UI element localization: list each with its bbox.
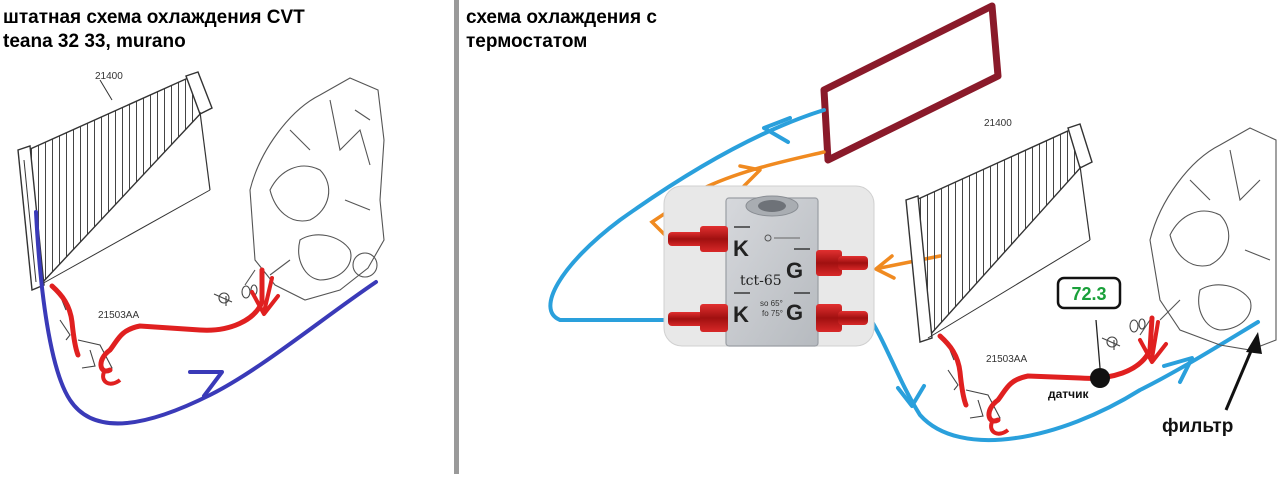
port-label-bottom-left: K — [733, 302, 749, 327]
left-hot-arrow-shaft — [262, 276, 274, 314]
bypass-arrow-icon-upper — [738, 164, 762, 188]
sensor-label: датчик — [1048, 387, 1090, 401]
fitting-bottom-right — [816, 304, 842, 332]
left-title-line1: штатная схема охлаждения CVT — [3, 7, 305, 28]
filter-label: фильтр — [1162, 416, 1233, 437]
thermostat-range-line2: fo 75° — [762, 309, 783, 318]
thermostat-unit — [663, 185, 875, 347]
left-hot-hose-segment-1 — [49, 283, 81, 358]
fitting-bottom-left — [668, 312, 704, 326]
right-engine-sketch — [1139, 127, 1277, 351]
right-radiator — [905, 123, 1093, 343]
left-hot-arrow-icon — [250, 290, 280, 316]
thermostat-model: tct-65 — [740, 273, 782, 289]
left-radiator — [17, 71, 213, 292]
right-hot-hose-segment-2 — [986, 315, 1155, 424]
right-hot-arrow-icon — [1138, 338, 1168, 364]
fitting-top-right — [816, 250, 842, 276]
right-hot-hose-loop — [989, 421, 1010, 436]
right-title: схема охлаждения с термостатом — [466, 6, 766, 54]
thermostat-range-line1: so 65° — [760, 299, 783, 308]
right-hot-arrow-shaft — [1150, 320, 1160, 360]
right-hot-hose-segment-1 — [937, 333, 969, 408]
right-radiator-part-number: 21400 — [984, 118, 1012, 129]
panel-divider — [454, 0, 459, 474]
port-label-bottom-right: G — [786, 300, 803, 325]
left-hot-hose-loop — [101, 371, 122, 386]
sensor-lead-line — [1095, 319, 1101, 369]
left-radiator-part-number: 21400 — [95, 71, 123, 82]
bypass-arrow-icon-lower — [874, 254, 896, 280]
left-engine-sketch — [244, 77, 385, 301]
right-title-line1: схема охлаждения с — [466, 7, 657, 28]
right-cold-flow-to-transmission — [864, 310, 1260, 442]
left-hose-part-number: 21503AA — [98, 310, 139, 321]
temperature-sensor — [1090, 368, 1110, 388]
port-label-top-right: G — [786, 258, 803, 283]
right-cold-flow-to-thermostat — [548, 108, 826, 322]
left-cold-flow-line — [34, 210, 378, 426]
port-label-top-left: K — [733, 236, 749, 261]
left-title: штатная схема охлаждения CVT teana 32 33… — [3, 6, 443, 54]
right-small-parts — [947, 318, 1146, 423]
right-hose-part-number: 21503AA — [986, 354, 1027, 365]
right-cold-arrow-icon-filter — [1162, 356, 1194, 384]
right-title-line2: термостатом — [466, 31, 588, 52]
right-cold-arrow-icon-lower — [896, 384, 926, 408]
left-hot-hose-segment-2 — [98, 267, 265, 374]
right-cold-arrow-icon-top — [762, 116, 792, 144]
filter-pointer-arrow-icon — [1246, 332, 1262, 354]
temperature-display — [1056, 276, 1122, 310]
extra-oil-cooler — [820, 2, 1002, 164]
temperature-display-value: 72.3 — [1071, 284, 1106, 304]
left-cold-arrow-icon — [188, 370, 224, 398]
left-title-line2: teana 32 33, murano — [3, 31, 186, 52]
filter-pointer-line — [1224, 343, 1256, 411]
fitting-top-left — [668, 232, 704, 246]
